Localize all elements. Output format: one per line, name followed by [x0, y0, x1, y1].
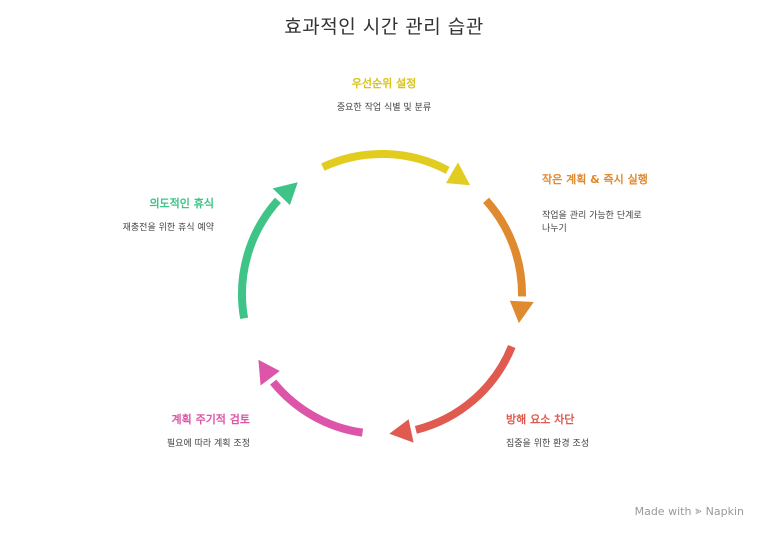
page-title: 효과적인 시간 관리 습관 — [284, 16, 484, 38]
step-title-small-plan: 작은 계획 & 즉시 실행 — [542, 173, 648, 186]
step-title-block-distractions: 방해 요소 차단 — [506, 413, 575, 426]
footer: Made with ⫸ Napkin — [635, 504, 744, 518]
arc-review-plan — [270, 379, 364, 437]
step-desc-block-distractions: 집중을 위한 환경 조성 — [506, 439, 590, 449]
footer-made-with: Made with — [634, 504, 692, 518]
arc-review-plan-arrowhead — [258, 359, 280, 386]
step-title-review-plan: 계획 주기적 검토 — [171, 413, 251, 426]
footer-brand: Napkin — [705, 504, 744, 518]
step-title-intentional-rest: 의도적인 휴식 — [149, 197, 214, 210]
arc-priority — [321, 150, 450, 174]
arc-intentional-rest — [238, 197, 281, 320]
arc-small-plan-arrowhead — [509, 300, 534, 324]
step-desc-review-plan: 필요에 따라 계획 조정 — [166, 439, 250, 449]
arc-priority-arrowhead — [446, 162, 471, 186]
arc-block-distractions-arrowhead — [389, 419, 414, 443]
step-desc-small-plan: 작업을 관리 가능한 단계로 나누기 — [542, 211, 642, 234]
step-desc-priority: 중요한 작업 식별 및 분류 — [336, 103, 432, 113]
napkin-icon: ⫸ — [695, 504, 702, 517]
arc-small-plan — [483, 197, 526, 297]
arc-intentional-rest-arrowhead — [272, 182, 298, 206]
step-desc-intentional-rest: 재충전을 위한 휴식 예약 — [122, 223, 214, 233]
arc-block-distractions — [414, 344, 516, 434]
step-title-priority: 우선순위 설정 — [351, 77, 417, 90]
